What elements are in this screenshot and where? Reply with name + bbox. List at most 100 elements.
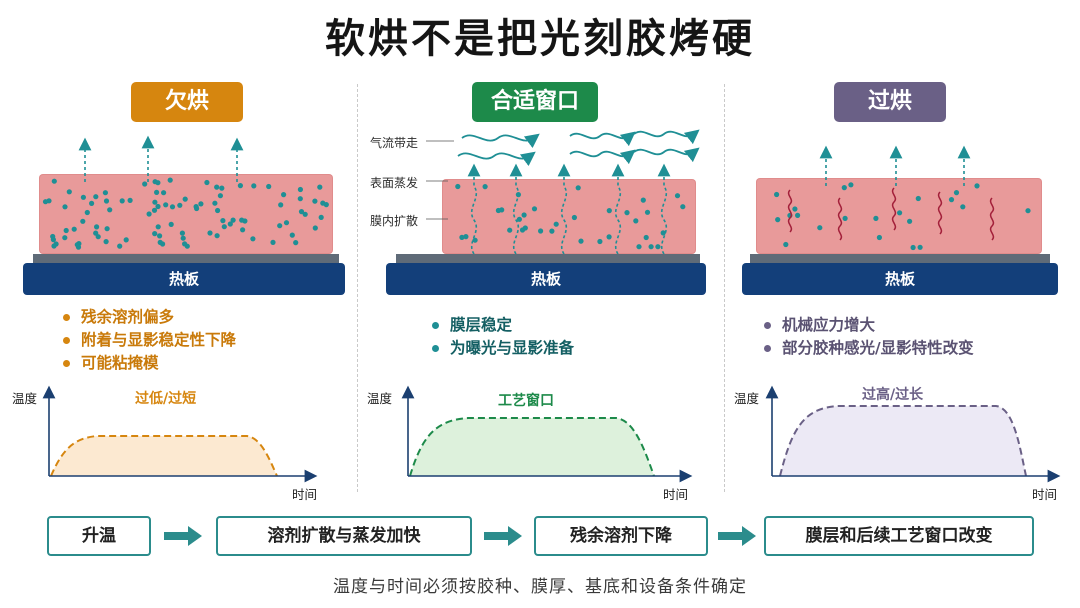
solvent-dot <box>459 234 465 240</box>
bullet-item: 膜层稳定 <box>430 314 574 337</box>
flow-step-solvent-drop: 残余溶剂下降 <box>534 516 708 556</box>
solvent-dot <box>278 202 284 208</box>
solvent-dot <box>220 218 226 224</box>
solvent-dot <box>549 228 555 234</box>
solvent-dot <box>293 240 299 246</box>
solvent-dot <box>217 193 223 199</box>
solvent-dot <box>648 244 654 250</box>
solvent-dot <box>783 241 789 248</box>
solvent-dot <box>93 194 99 200</box>
solvent-dot <box>266 183 272 190</box>
solvent-dot <box>575 185 581 191</box>
solvent-dot <box>179 230 185 236</box>
solvent-dot <box>204 179 210 186</box>
solvent-dot <box>251 183 257 189</box>
solvent-dot <box>215 207 221 214</box>
label-film-diffusion: 膜内扩散 <box>370 214 419 228</box>
solvent-dot <box>842 215 848 221</box>
evaporation-arrows <box>78 135 244 182</box>
solvent-dot <box>1025 208 1031 214</box>
y-axis-label: 温度 <box>12 391 38 406</box>
solvent-dot <box>907 218 913 224</box>
panel-underbake: 欠烘 热板 残余溶剂偏多 附着与显影稳定性下降 可能粘掩模 温度 时间 过低/过… <box>12 78 355 502</box>
solvent-dot <box>214 233 220 239</box>
column-divider-2 <box>724 84 725 492</box>
solvent-dot <box>107 207 113 213</box>
resist-film <box>442 179 696 254</box>
solvent-dot <box>482 184 488 190</box>
solvent-dot <box>674 193 681 199</box>
solvent-dot <box>127 197 133 203</box>
solvent-dot <box>160 241 166 247</box>
flow-step-heating: 升温 <box>47 516 151 556</box>
solvent-dot <box>636 244 642 250</box>
solvent-dot <box>897 210 903 216</box>
solvent-dot <box>66 189 72 195</box>
solvent-dot <box>795 212 801 218</box>
bullet-item: 为曝光与显影准备 <box>430 337 574 360</box>
solvent-dot <box>283 220 290 226</box>
solvent-dot <box>89 200 95 206</box>
badge-window: 合适窗口 <box>472 82 598 122</box>
solvent-dot <box>297 196 303 202</box>
substrate <box>33 254 339 263</box>
bullet-item: 可能粘掩模 <box>61 352 236 375</box>
solvent-dot <box>182 241 188 247</box>
solvent-dot <box>507 227 513 233</box>
curve-label: 工艺窗口 <box>498 393 554 409</box>
solvent-dot <box>207 230 213 236</box>
solvent-dot <box>51 178 57 184</box>
solvent-dot <box>62 204 68 210</box>
solvent-dot <box>289 232 295 238</box>
flow-arrow-icon <box>718 526 756 546</box>
solvent-dot <box>154 189 160 195</box>
solvent-dot <box>848 182 854 188</box>
solvent-dot <box>152 179 158 185</box>
solvent-dot <box>606 234 612 240</box>
solvent-dot <box>155 224 161 230</box>
solvent-dot <box>317 184 323 190</box>
solvent-dot <box>71 226 77 232</box>
solvent-dot <box>553 221 559 227</box>
solvent-dot <box>117 243 123 249</box>
y-axis-label: 温度 <box>734 391 760 406</box>
solvent-dot <box>63 227 69 234</box>
solvent-dot <box>167 177 173 183</box>
temperature-time-graph-overbake <box>765 385 1061 483</box>
solvent-dot <box>51 243 57 249</box>
solvent-dot <box>169 204 176 210</box>
hotplate: 热板 <box>23 263 345 295</box>
solvent-dot <box>157 233 163 239</box>
solvent-dot <box>142 181 148 187</box>
temperature-time-graph-window <box>401 385 693 483</box>
badge-underbake: 欠烘 <box>131 82 243 122</box>
solvent-dot <box>817 225 823 231</box>
curve-label: 过高/过长 <box>862 387 924 403</box>
solvent-dot <box>302 211 308 217</box>
leader-lines <box>426 140 454 220</box>
substrate <box>750 254 1050 263</box>
bullet-list-window: 膜层稳定 为曝光与显影准备 <box>430 314 574 360</box>
solvent-dot <box>161 190 167 196</box>
solvent-dot <box>212 200 218 206</box>
solvent-dot <box>917 244 923 250</box>
bullet-item: 附着与显影稳定性下降 <box>61 329 236 352</box>
solvent-dot <box>775 217 781 223</box>
flow-arrow-icon <box>484 526 522 546</box>
solvent-dot <box>312 225 318 231</box>
solvent-dot <box>277 223 283 229</box>
airflow-waves <box>457 129 700 167</box>
hotplate: 热板 <box>386 263 706 295</box>
solvent-dot <box>50 233 56 240</box>
solvent-dot <box>948 197 955 203</box>
solvent-dot <box>237 183 243 189</box>
solvent-dot <box>531 206 538 212</box>
solvent-dot <box>298 209 305 215</box>
diffusion-paths <box>467 163 671 255</box>
solvent-dot <box>960 204 966 210</box>
panel-overbake: 过烘 热板 机械应力增大 部分胶种感光/显影特性改变 温度 时间 过高/过长 <box>734 78 1074 502</box>
flow-step-window-change: 膜层和后续工艺窗口改变 <box>764 516 1034 556</box>
solvent-dot <box>180 235 186 241</box>
solvent-dot <box>320 200 326 206</box>
solvent-dot <box>578 238 584 244</box>
